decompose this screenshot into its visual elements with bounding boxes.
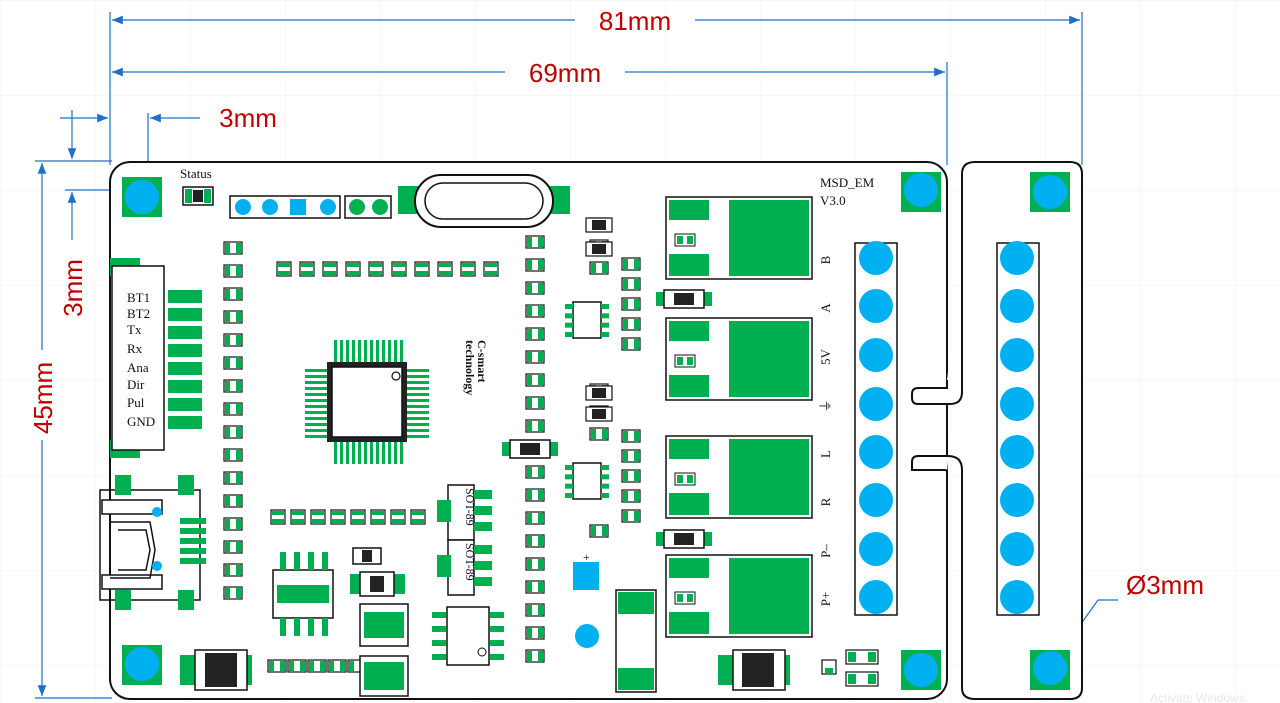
terminal-labels: B A 5V ⏚ L R P– P+ — [818, 255, 833, 606]
terminal-label-7: P+ — [818, 592, 833, 607]
company-logo: C-smart technology — [463, 340, 489, 395]
dim-hole-offset-v: 3mm — [58, 259, 88, 317]
watermark: Activate Windows — [1150, 691, 1245, 703]
sot89-label-2: SOT-89 — [463, 543, 477, 581]
pin-header-top — [229, 195, 392, 219]
terminal-label-5: R — [818, 497, 833, 506]
conn-label-tx: Tx — [127, 322, 142, 337]
logo-text: C-smart — [475, 340, 489, 383]
terminal-block-main — [854, 241, 898, 616]
sot89-label-1: SOT-89 — [463, 488, 477, 526]
board-version: V3.0 — [820, 193, 846, 208]
conn-label-ana: Ana — [127, 360, 149, 375]
terminal-label-3: ⏚ — [818, 399, 833, 412]
status-led: Status — [180, 166, 214, 206]
polarity-mark: + — [583, 550, 590, 564]
dimension-labels: 81mm 69mm 3mm 3mm 45mm Ø3mm — [28, 6, 1204, 600]
mounting-holes — [122, 172, 1070, 690]
svg-text:technology: technology — [463, 340, 477, 395]
crystal-oscillator — [398, 174, 570, 228]
bottom-components: + — [180, 547, 879, 697]
conn-label-bt1: BT1 — [127, 290, 150, 305]
dim-hole-diameter: Ø3mm — [1126, 570, 1204, 600]
soic-chips — [272, 217, 712, 636]
resistor-column-right — [589, 217, 641, 538]
conn-label-rx: Rx — [127, 341, 143, 356]
usb-connector — [99, 475, 206, 610]
power-mosfets — [665, 196, 813, 638]
resistor-column-center — [525, 235, 545, 663]
dim-hole-offset-h: 3mm — [219, 103, 277, 133]
conn-label-bt2: BT2 — [127, 306, 150, 321]
terminal-label-2: 5V — [818, 348, 833, 365]
terminal-label-4: L — [818, 450, 833, 458]
terminal-label-1: A — [818, 303, 833, 313]
dim-overall-width: 81mm — [599, 6, 671, 36]
terminal-label-6: P– — [818, 544, 833, 558]
resistor-row-top — [276, 261, 499, 277]
resistor-column-left — [223, 241, 243, 600]
conn-label-gnd: GND — [127, 414, 155, 429]
dim-height: 45mm — [28, 362, 58, 434]
mcu-qfp — [305, 340, 429, 464]
conn-label-dir: Dir — [127, 377, 145, 392]
dim-board-width: 69mm — [529, 58, 601, 88]
board-model: MSD_EM — [820, 175, 875, 190]
left-connector: BT1 BT2 Tx Rx Ana Dir Pul GND — [110, 258, 202, 458]
terminal-block-breakaway — [996, 241, 1040, 616]
terminal-label-0: B — [818, 255, 833, 264]
conn-label-pul: Pul — [127, 395, 145, 410]
breakaway-tab-outline — [911, 161, 976, 405]
status-label: Status — [180, 166, 212, 181]
sot89-regulators: SOT-89 SOT-89 — [437, 484, 492, 596]
